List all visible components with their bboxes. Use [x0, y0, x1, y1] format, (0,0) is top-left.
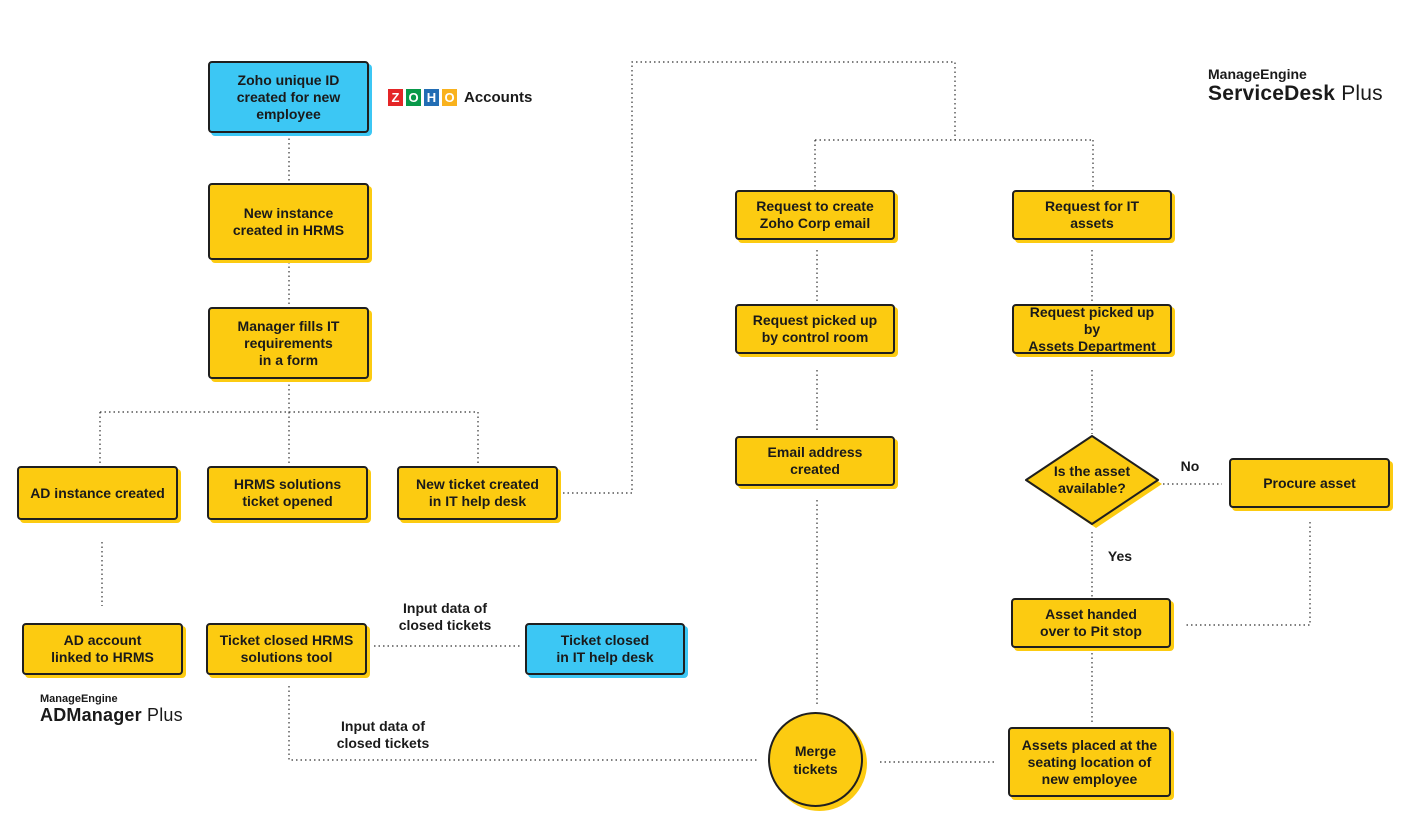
zoho-letter: Z	[387, 88, 404, 107]
node-asset-handed: Asset handed over to Pit stop	[1011, 598, 1171, 648]
servicedesk-plus-suffix: Plus	[1341, 82, 1383, 105]
servicedesk-plus-logo: ManageEngine ServiceDesk Plus	[1208, 66, 1383, 106]
node-assets-placed: Assets placed at the seating location of…	[1008, 727, 1171, 797]
decision-diamond	[1025, 435, 1159, 525]
connector-newticket-right	[563, 61, 956, 494]
node-hrms-ticket: HRMS solutions ticket opened	[207, 466, 368, 520]
node-ad-instance: AD instance created	[17, 466, 178, 520]
node-manager-form: Manager fills IT requirements in a form	[208, 307, 369, 379]
node-request-it-assets: Request for IT assets	[1012, 190, 1172, 240]
label-input-data-1: Input data of closed tickets	[398, 600, 492, 633]
zoho-letter: O	[441, 88, 458, 107]
zoho-letter: O	[405, 88, 422, 107]
node-ticket-closed-hrms: Ticket closed HRMS solutions tool	[206, 623, 367, 675]
connector-procure-handed	[1184, 522, 1311, 626]
node-zoho-unique-id: Zoho unique ID created for new employee	[208, 61, 369, 133]
node-request-picked-assets: Request picked up by Assets Department	[1012, 304, 1172, 354]
node-request-picked-control: Request picked up by control room	[735, 304, 895, 354]
manageengine-label: ManageEngine	[1208, 66, 1307, 82]
label-input-data-2: Input data of closed tickets	[336, 718, 430, 751]
zoho-letter: H	[423, 88, 440, 107]
node-request-email: Request to create Zoho Corp email	[735, 190, 895, 240]
servicedesk-name: ServiceDesk	[1208, 82, 1336, 105]
admanager-plus-suffix: Plus	[147, 705, 183, 725]
node-hrms-instance: New instance created in HRMS	[208, 183, 369, 260]
node-email-created: Email address created	[735, 436, 895, 486]
admanager-plus-logo: ManageEngine ADManager Plus	[40, 693, 183, 726]
label-yes: Yes	[1107, 548, 1133, 564]
node-merge-tickets: Merge tickets	[768, 712, 863, 807]
node-procure-asset: Procure asset	[1229, 458, 1390, 508]
servicedesk-plus-name: ServiceDesk Plus	[1208, 82, 1383, 106]
zoho-accounts-label: Accounts	[464, 89, 533, 106]
decision-label: Is the asset available?	[1053, 463, 1131, 496]
manageengine-label: ManageEngine	[40, 693, 118, 705]
node-ad-account: AD account linked to HRMS	[22, 623, 183, 675]
label-no: No	[1180, 458, 1200, 474]
admanager-plus-name: ADManager Plus	[40, 705, 183, 726]
zoho-logo: Z O H O	[387, 88, 458, 107]
node-ticket-closed-it: Ticket closed in IT help desk	[525, 623, 685, 675]
node-new-ticket: New ticket created in IT help desk	[397, 466, 558, 520]
admanager-name: ADManager	[40, 705, 142, 725]
